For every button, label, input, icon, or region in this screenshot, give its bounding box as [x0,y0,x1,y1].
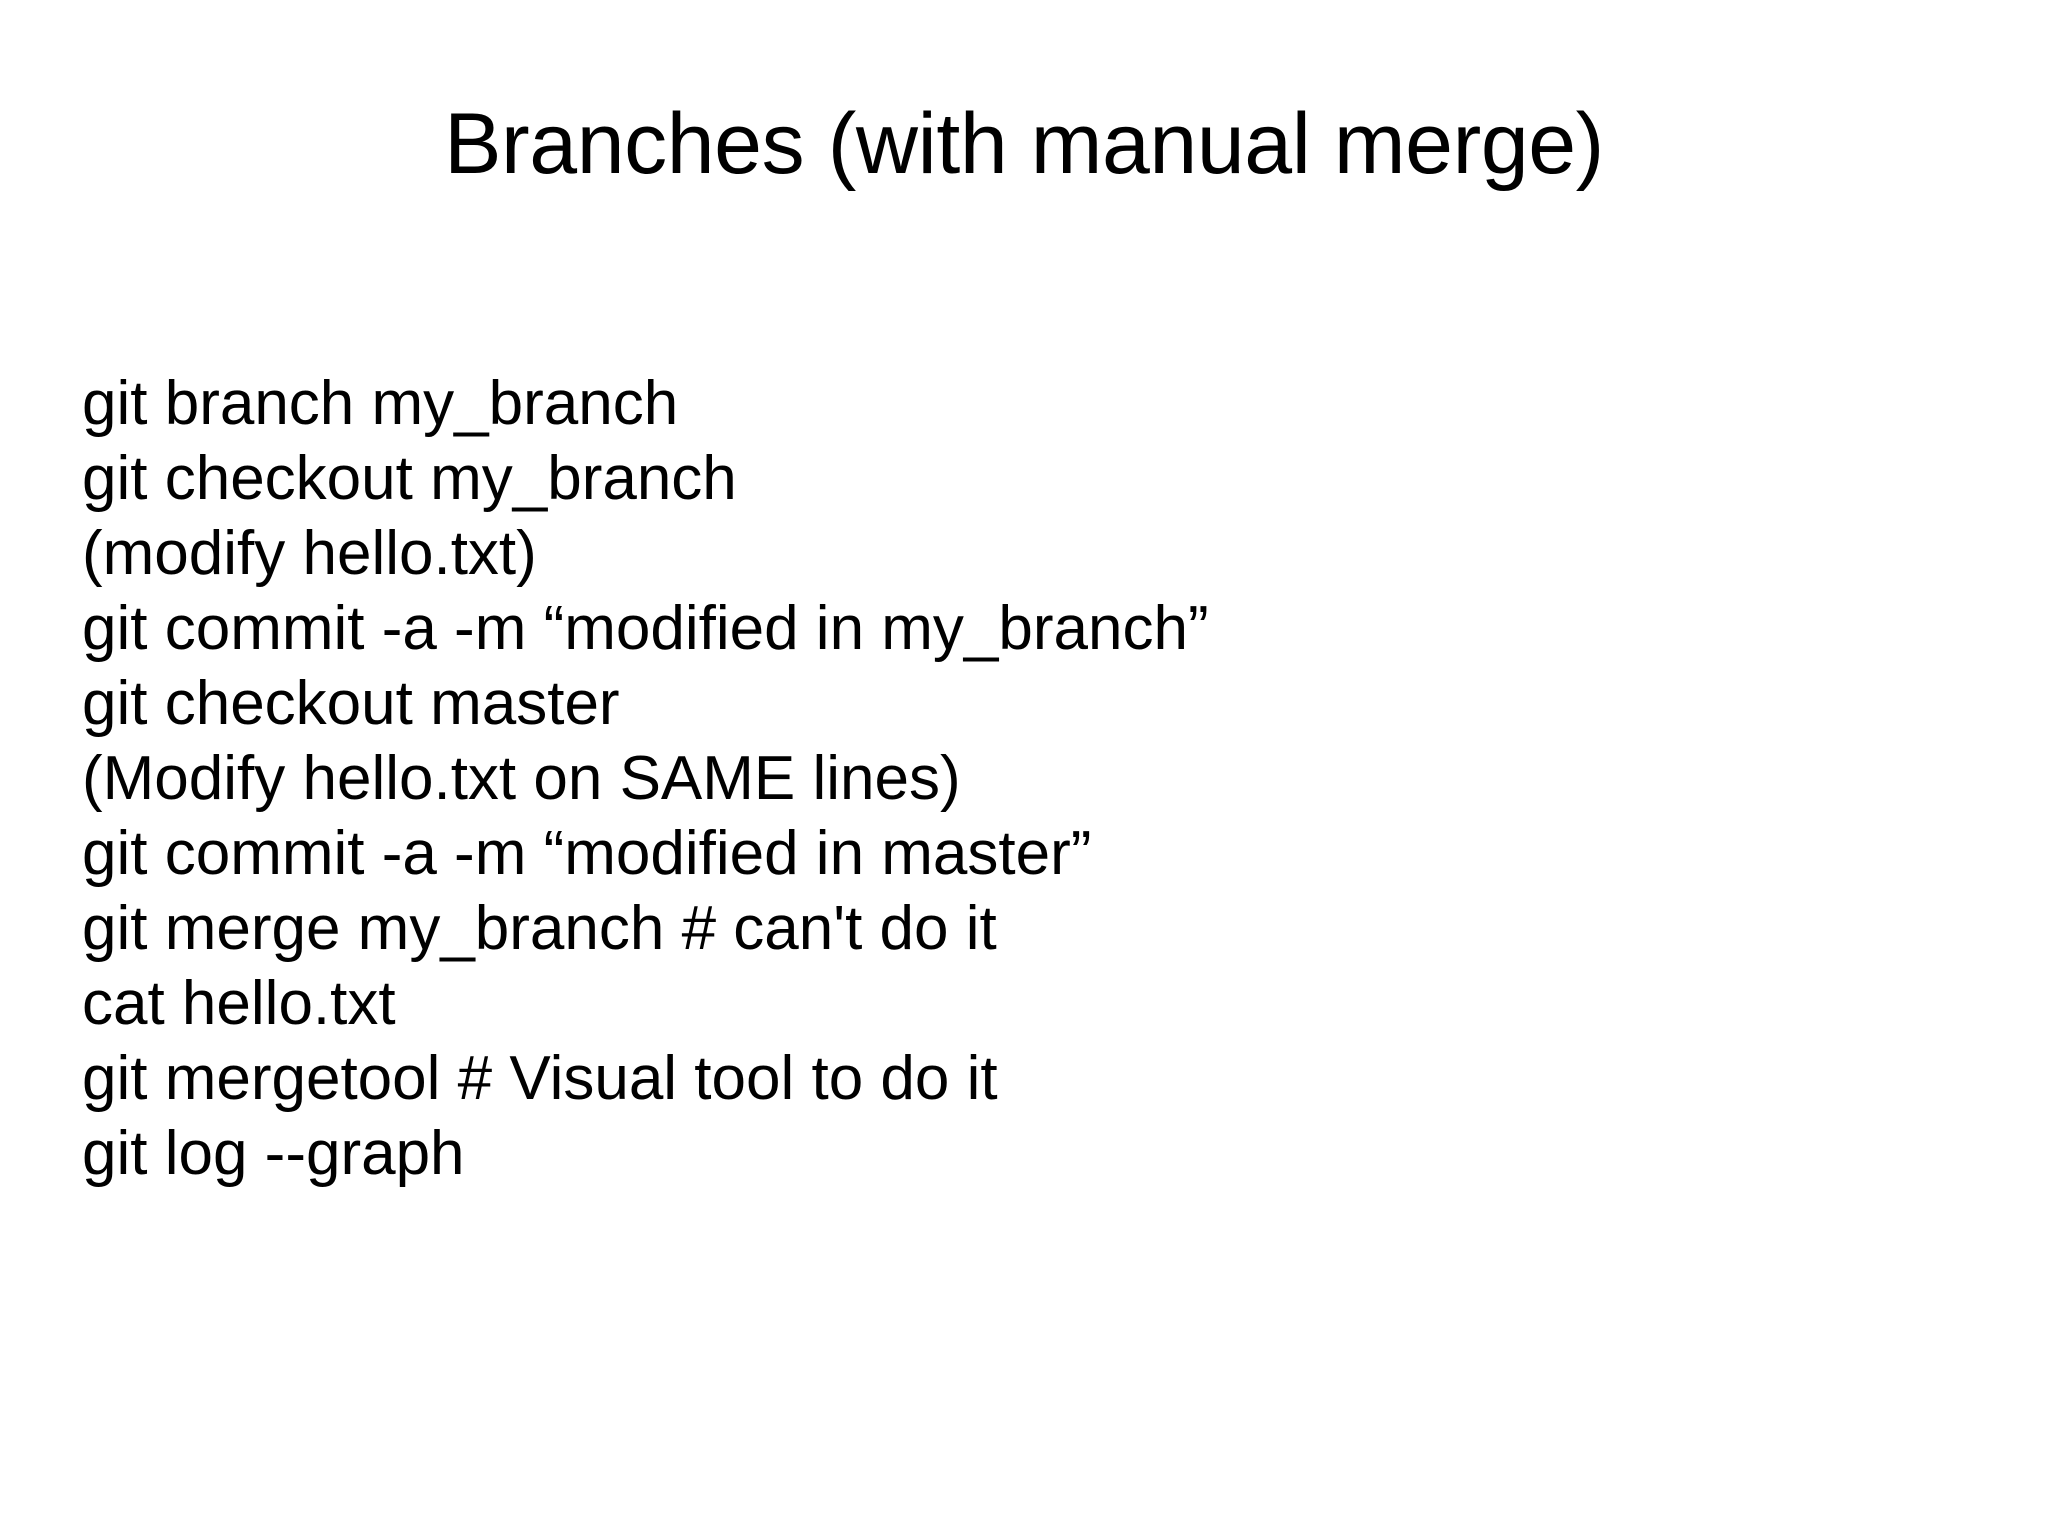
body-line: git commit -a -m “modified in my_branch” [82,594,1209,663]
body-line: git checkout my_branch [82,444,737,513]
page-title: Branches (with manual merge) [444,96,1604,192]
body-line: (modify hello.txt) [82,519,537,588]
slide-body-text-block: git branch my_branch git checkout my_bra… [82,366,1958,1191]
body-line: (Modify hello.txt on SAME lines) [82,744,961,813]
body-line: git checkout master [82,669,620,738]
body-line: git mergetool # Visual tool to do it [82,1044,998,1113]
body-line: git merge my_branch # can't do it [82,894,997,963]
body-line: git commit -a -m “modified in master” [82,819,1092,888]
body-line: cat hello.txt [82,969,396,1038]
body-line: git log --graph [82,1119,465,1188]
body-line: git branch my_branch [82,369,679,438]
